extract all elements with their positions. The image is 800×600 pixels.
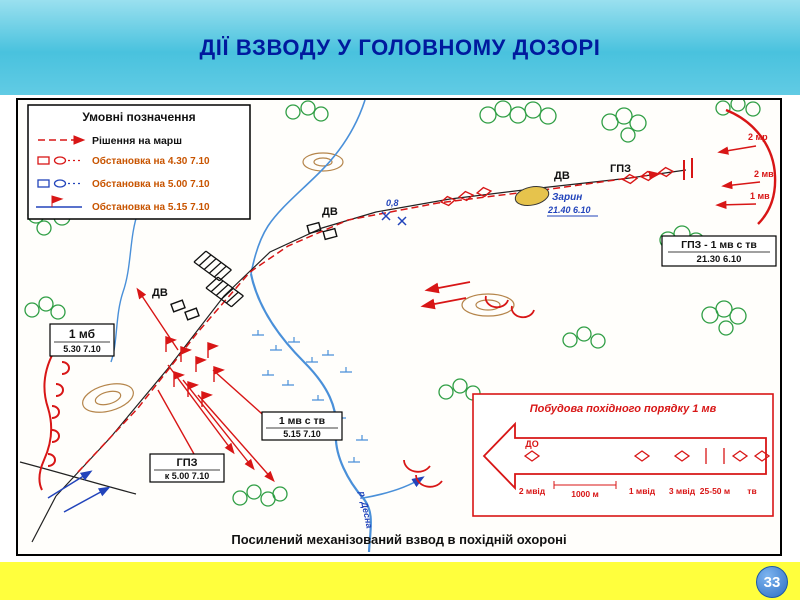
legend-item-3: Обстановка на 5.15 7.10 bbox=[92, 201, 210, 213]
enemy-arrows-right bbox=[715, 145, 761, 209]
recon-squad-symbols bbox=[170, 221, 338, 321]
formation-arrow bbox=[482, 421, 767, 491]
box-1mv-stv-line2: 5.15 7.10 bbox=[283, 429, 321, 439]
page-number: 33 bbox=[763, 573, 781, 591]
checkpoint-gate bbox=[683, 158, 693, 180]
map-caption: Посилений механізований взвод в похідній… bbox=[231, 532, 566, 547]
enemy-contact-symbols-center bbox=[403, 281, 535, 488]
distance-label: 0,8 bbox=[386, 198, 399, 208]
halt-cross-marks bbox=[381, 211, 407, 226]
enemy-label-2mv: 2 мв bbox=[754, 169, 774, 179]
box-gpz-right-line1: ГПЗ - 1 мв с тв bbox=[681, 239, 757, 251]
march-route-dashed bbox=[77, 170, 661, 473]
box-1mb-line1: 1 мб bbox=[69, 327, 95, 341]
box-1mv-stv: 1 мв с тв 5.15 7.10 bbox=[261, 411, 343, 441]
box-gpz-bottom: ГПЗ к 5.00 7.10 bbox=[149, 453, 225, 483]
formation-3mvid: 3 мвід bbox=[669, 486, 696, 496]
enemy-label-2mr: 2 мр bbox=[748, 132, 768, 142]
box-1mv-stv-line1: 1 мв с тв bbox=[279, 415, 326, 427]
box-gpz-bottom-line1: ГПЗ bbox=[176, 457, 197, 469]
dv-label-2: ДВ bbox=[322, 206, 338, 218]
enemy-label-1mv: 1 мв bbox=[750, 191, 770, 201]
minefield-barrier bbox=[193, 250, 244, 308]
dv-label-3: ДВ bbox=[152, 287, 168, 299]
tactical-map-canvas: р. Десна bbox=[19, 100, 777, 553]
box-gpz-right-line2: 21.30 6.10 bbox=[697, 254, 742, 265]
legend-item-1: Обстановка на 4.30 7.10 bbox=[92, 155, 210, 167]
lake-time: 21.40 6.10 bbox=[547, 205, 591, 215]
roads bbox=[19, 169, 687, 543]
legend-item-0: Рішення на марш bbox=[92, 135, 182, 147]
formation-panel: Побудова похідного порядку 1 мв ДО 2 мві… bbox=[472, 393, 774, 517]
legend-symbol-430 bbox=[37, 156, 82, 165]
formation-title: Побудова похідного порядку 1 мв bbox=[530, 403, 717, 415]
formation-vehicles bbox=[523, 448, 771, 489]
box-gpz-right: ГПЗ - 1 мв с тв 21.30 6.10 bbox=[661, 235, 777, 267]
formation-1mvid: 1 мвід bbox=[629, 486, 656, 496]
box-1mb: 1 мб 5.30 7.10 bbox=[49, 323, 115, 357]
legend: Умовні позначення Рішення на марш Обстан… bbox=[27, 104, 251, 220]
friendly-arrows-blue bbox=[47, 470, 111, 513]
lake bbox=[514, 186, 550, 206]
slide-title: ДІЇ ВЗВОДУ У ГОЛОВНОМУ ДОЗОРІ bbox=[199, 34, 601, 60]
lake-name: Зарин bbox=[552, 192, 582, 203]
hill-contours bbox=[82, 152, 515, 413]
tactical-map: р. Десна bbox=[16, 98, 782, 556]
swamp-marks bbox=[252, 330, 368, 463]
slide-header: ДІЇ ВЗВОДУ У ГОЛОВНОМУ ДОЗОРІ bbox=[0, 0, 800, 95]
dv-label-1: ДВ bbox=[554, 170, 570, 182]
legend-symbol-march bbox=[38, 135, 86, 145]
formation-tv: тв bbox=[747, 486, 756, 496]
formation-2mvid: 2 мвід bbox=[519, 486, 546, 496]
legend-item-2: Обстановка на 5.00 7.10 bbox=[92, 178, 210, 190]
river-label: р. Десна bbox=[357, 489, 375, 529]
formation-2550m: 25-50 м bbox=[700, 486, 730, 496]
bmp-symbols bbox=[439, 166, 675, 207]
formation-do: ДО bbox=[525, 439, 538, 449]
gpz-label-top: ГПЗ bbox=[610, 163, 631, 175]
box-gpz-bottom-line2: к 5.00 7.10 bbox=[165, 471, 210, 481]
legend-symbol-500 bbox=[37, 179, 82, 188]
page-number-badge: 33 bbox=[756, 566, 788, 598]
enemy-position-arcs-left bbox=[38, 347, 70, 491]
enemy-front-right bbox=[725, 108, 777, 225]
footer-bar: 33 bbox=[0, 562, 800, 600]
assault-flags bbox=[165, 336, 225, 407]
formation-1000m: 1000 м bbox=[571, 489, 599, 499]
legend-title: Умовні позначення bbox=[82, 110, 195, 124]
box-1mb-line2: 5.30 7.10 bbox=[63, 344, 101, 354]
legend-symbol-515 bbox=[36, 195, 82, 208]
